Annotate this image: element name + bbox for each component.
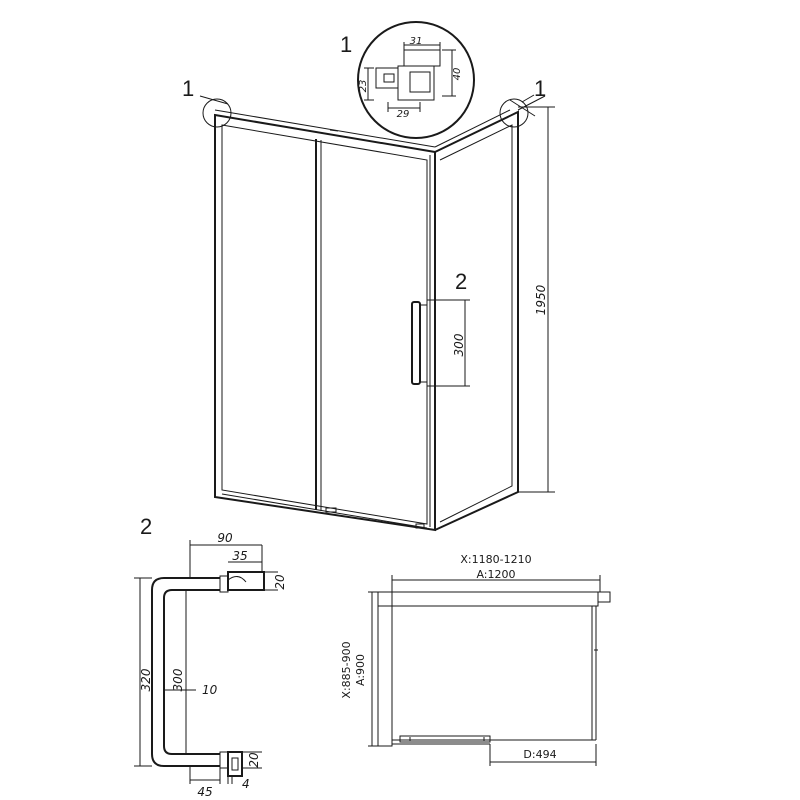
handle-length-inner: 300 — [171, 668, 185, 691]
plan-a-width: A:1200 — [476, 568, 515, 581]
handle-offset-label: 4 — [242, 777, 250, 791]
side-frame-outer — [434, 110, 519, 531]
profile-channel — [409, 71, 431, 93]
plan-sliding-door — [399, 735, 491, 743]
callout-1-right: 1 — [534, 76, 546, 101]
detail-circle-right — [499, 98, 529, 128]
front-frame-inner — [221, 124, 428, 525]
side-frame-inner — [439, 124, 513, 523]
leader-left — [199, 95, 229, 105]
height-dimension: 1950 — [518, 106, 555, 493]
handle-bar-outline — [151, 577, 220, 767]
profile-height-left: 23 — [358, 80, 369, 93]
handle-mount-block-bottom — [227, 751, 243, 777]
handle-bar-diameter: 10 — [202, 683, 218, 697]
bottom-roller — [325, 507, 337, 513]
profile-detail-circle — [357, 21, 475, 139]
bottom-rail-line — [221, 493, 428, 529]
bottom-roller-right — [415, 523, 425, 529]
handle-bar-inner — [163, 589, 220, 755]
handle-mount-block-top — [227, 571, 265, 591]
handle-depth-label: 45 — [197, 785, 212, 799]
handle-mount-bottom — [219, 751, 229, 769]
leader-right — [521, 94, 535, 103]
handle-mount-top — [219, 575, 229, 593]
front-frame-outer — [214, 113, 436, 532]
profile-detail: 1 31 40 23 29 — [340, 21, 475, 139]
handle-mount-width-label: 35 — [232, 549, 247, 563]
profile-left-block — [375, 67, 399, 89]
handle-length-label: 300 — [452, 333, 466, 356]
top-rail-mark — [329, 129, 339, 132]
handle-width-label: 90 — [217, 531, 233, 545]
handle-length-dimension: 300 — [427, 299, 470, 387]
profile-height-right: 40 — [452, 68, 463, 81]
plan-corner-block — [597, 591, 611, 603]
handle-mount-curve — [227, 576, 247, 583]
profile-left-inner — [383, 73, 395, 83]
plan-side-wall — [377, 605, 393, 747]
plan-x-side: X:885-900 — [340, 641, 353, 698]
handle-mount-height-top: 20 — [273, 574, 287, 590]
detail-circle-left — [202, 98, 232, 128]
handle-length-overall: 320 — [139, 668, 153, 691]
handle-detail: 2 90 35 20 20 320 300 — [134, 514, 287, 799]
plan-x-range: X:1180-1210 — [460, 553, 531, 566]
plan-a-side: A:900 — [354, 654, 367, 686]
plan-door-opening: D:494 — [523, 748, 556, 761]
enclosure-perspective: 1950 300 1 1 2 — [182, 76, 555, 532]
profile-width-top: 31 — [410, 36, 423, 47]
callout-1-left: 1 — [182, 76, 194, 101]
door-handle — [411, 301, 421, 385]
profile-top-block — [403, 49, 441, 67]
plan-back-wall — [391, 591, 599, 607]
profile-width-bottom: 29 — [397, 109, 410, 120]
handle-mount-height-bottom: 20 — [247, 752, 261, 768]
plan-view: X:1180-1210 A:1200 X:885-900 A:900 D:494 — [340, 553, 611, 766]
height-label: 1950 — [534, 284, 548, 315]
profile-body — [397, 65, 435, 101]
callout-2-detail: 2 — [140, 514, 152, 539]
top-rail-line — [214, 109, 436, 148]
side-top-rail — [434, 109, 511, 148]
callout-1-top: 1 — [340, 32, 352, 57]
callout-2-handle: 2 — [455, 269, 467, 294]
cross-right — [509, 99, 536, 117]
